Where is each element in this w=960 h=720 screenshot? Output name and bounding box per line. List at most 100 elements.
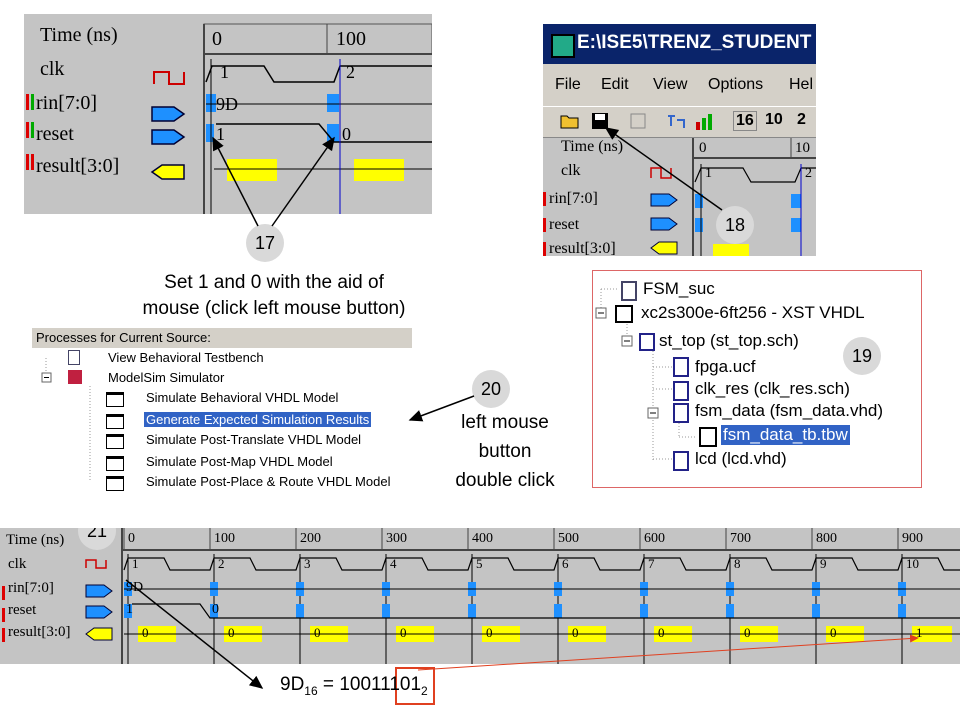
step-17-badge: 17: [246, 224, 284, 262]
result-value: 0: [658, 625, 665, 640]
formula-equals: =: [317, 674, 340, 695]
signal-name-result: result[3:0]: [8, 624, 71, 640]
tick-label: 400: [472, 531, 493, 546]
tree-item-clk-res[interactable]: clk_res (clk_res.sch): [695, 379, 850, 398]
time-label: Time (ns): [6, 532, 65, 548]
mini-waveform: Time (ns) 0 10 clk rin[7:0] reset result…: [543, 138, 816, 256]
caption-line: double click: [455, 470, 555, 491]
clk-value: 6: [562, 556, 569, 571]
waveform-bottom-svg: [2, 528, 960, 664]
window-title: E:\ISE5\TRENZ_STUDENT: [577, 32, 812, 53]
signal-name-rin: rin[7:0]: [549, 190, 598, 207]
result-value: 0: [572, 625, 579, 640]
reset-value[interactable]: 1: [216, 124, 225, 144]
waveform-panel-top: Time (ns) 0 100 clk rin[7:0] reset resul…: [24, 14, 432, 214]
tick-label: 0: [212, 28, 222, 50]
process-modelsim[interactable]: ModelSim Simulator: [108, 370, 225, 385]
clk-value: 8: [734, 556, 741, 571]
reset-marker: [296, 604, 304, 618]
clk-value: 10: [906, 556, 919, 571]
process-view-testbench[interactable]: View Behavioral Testbench: [108, 350, 264, 365]
clk-value: 2: [218, 556, 225, 571]
waveform-icon[interactable]: [665, 110, 687, 132]
rin-value[interactable]: 9D: [216, 94, 238, 114]
caption-line: left mouse: [461, 412, 549, 433]
radix-2-button[interactable]: 2: [797, 111, 806, 128]
process-generate-expected[interactable]: Generate Expected Simulation Results: [144, 412, 372, 427]
clk-value: 2: [346, 62, 355, 82]
clk-value: 1: [220, 62, 229, 82]
formula-hex-base: 16: [304, 683, 318, 698]
schematic-icon: [673, 381, 689, 401]
clk-value: 2: [805, 166, 812, 181]
process-icon: [106, 476, 124, 491]
radix-10-button[interactable]: 10: [765, 111, 783, 128]
reset-marker: [812, 604, 820, 618]
reset-value: 0: [212, 602, 219, 617]
tree-item-lcd[interactable]: lcd (lcd.vhd): [695, 449, 787, 468]
processes-header: [32, 328, 412, 348]
tick-label: 600: [644, 531, 665, 546]
result-value: 0: [228, 625, 235, 640]
result-value: 1: [916, 625, 923, 640]
tree-item-testbench[interactable]: fsm_data_tb.tbw: [721, 425, 850, 445]
process-sim-post-map[interactable]: Simulate Post-Map VHDL Model: [146, 454, 333, 469]
menu-file[interactable]: File: [555, 76, 581, 93]
signal-name-reset: reset: [8, 602, 37, 618]
document-icon: [68, 350, 80, 365]
project-icon: [621, 281, 637, 301]
reset-marker: [726, 604, 734, 618]
tick-label: 700: [730, 531, 751, 546]
tick-label: 100: [336, 28, 366, 50]
step-18-badge: 18: [716, 206, 754, 244]
tree-item-project[interactable]: FSM_suc: [643, 279, 715, 298]
modelsim-icon: [68, 370, 82, 384]
clk-value: 1: [132, 556, 139, 571]
process-icon: [106, 434, 124, 449]
reset-marker: [640, 604, 648, 618]
process-sim-behavioral[interactable]: Simulate Behavioral VHDL Model: [146, 390, 339, 405]
tree-item-fpga-ucf[interactable]: fpga.ucf: [695, 357, 756, 376]
formula-binary: 10011101: [339, 674, 422, 695]
testbench-icon: [699, 427, 717, 447]
radix-16-button[interactable]: 16: [733, 111, 757, 131]
tick-label: 0: [128, 531, 135, 546]
process-icon: [106, 392, 124, 407]
formula-hex: 9D: [280, 674, 305, 695]
result-value: 0: [314, 625, 321, 640]
bar-chart-icon[interactable]: [693, 110, 715, 132]
tree-item-device[interactable]: xc2s300e-6ft256 - XST VHDL: [641, 303, 865, 322]
tick-label: 100: [214, 531, 235, 546]
time-label: Time (ns): [40, 24, 118, 46]
tick-label: 300: [386, 531, 407, 546]
process-sim-post-translate[interactable]: Simulate Post-Translate VHDL Model: [146, 432, 362, 447]
menu-view[interactable]: View: [653, 76, 688, 93]
tree-lines: [595, 288, 697, 461]
menu-options[interactable]: Options: [708, 76, 764, 93]
tree-item-st-top[interactable]: st_top (st_top.sch): [659, 331, 799, 350]
reset-marker: [898, 604, 906, 618]
waveform-panel-bottom: Time (ns) clk rin[7:0] reset result[3:0]…: [0, 528, 960, 664]
tree-item-fsm-data[interactable]: fsm_data (fsm_data.vhd): [695, 401, 884, 420]
grid-icon[interactable]: [627, 110, 649, 132]
save-icon[interactable]: [589, 110, 611, 132]
caption-line: Set 1 and 0 with the aid of: [164, 272, 384, 293]
step-19-badge: 19: [843, 337, 881, 375]
ise-window: E:\ISE5\TRENZ_STUDENT File Edit View Opt…: [543, 24, 816, 256]
title-bar: [543, 24, 816, 64]
tick-label: 500: [558, 531, 579, 546]
open-folder-icon[interactable]: [559, 110, 581, 132]
reset-value[interactable]: 0: [342, 124, 351, 144]
menu-help[interactable]: Hel: [789, 76, 814, 93]
tick-label: 200: [300, 531, 321, 546]
process-tree-lines: [41, 358, 91, 482]
signal-name-clk: clk: [561, 162, 581, 179]
reset-marker: [382, 604, 390, 618]
time-label: Time (ns): [561, 138, 624, 155]
clk-value: 1: [705, 166, 712, 181]
process-sim-post-par[interactable]: Simulate Post-Place & Route VHDL Model: [146, 474, 391, 489]
menu-edit[interactable]: Edit: [601, 76, 629, 93]
process-icon: [106, 456, 124, 471]
tick-label: 900: [902, 531, 923, 546]
signal-name-result: result[3:0]: [549, 240, 616, 256]
